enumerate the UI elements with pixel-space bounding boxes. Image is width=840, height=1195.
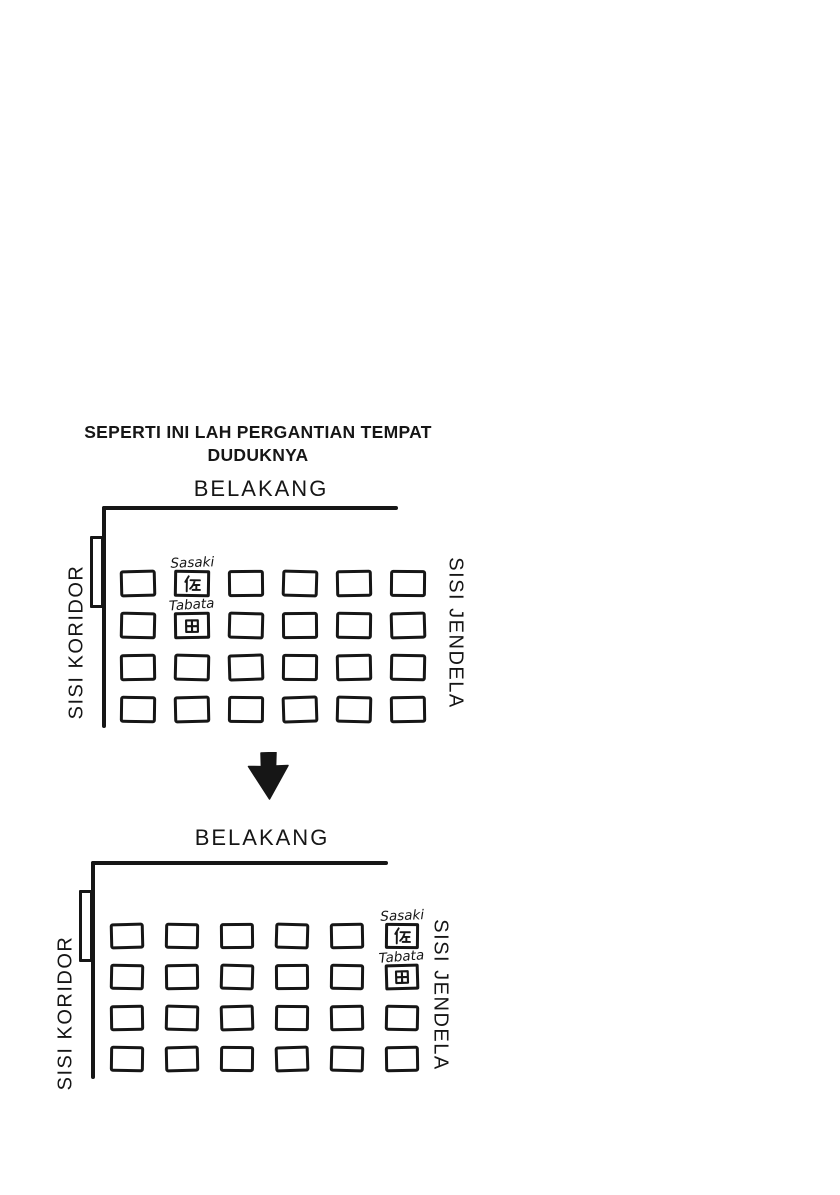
seat-r4-c6 xyxy=(389,695,427,724)
ta-kanji-icon xyxy=(183,616,201,634)
seat-r2-c1 xyxy=(119,611,157,640)
corridor-side-label: SISI KORIDOR xyxy=(65,564,88,720)
seat-r1-c4 xyxy=(281,569,319,598)
back-wall-line xyxy=(91,861,388,865)
door-icon xyxy=(90,536,104,608)
seat-r1-c5 xyxy=(335,569,373,598)
seat-r3-c3 xyxy=(227,653,265,682)
seat-r4-c1 xyxy=(109,1045,145,1073)
seat-r2-c6: Tabata xyxy=(378,947,425,991)
seat-r4-c4 xyxy=(281,695,319,724)
seat-r3-c6 xyxy=(384,1004,420,1032)
page-title: SEPERTI INI LAH PERGANTIAN TEMPAT DUDUKN… xyxy=(84,421,432,467)
seating-diagram-before: BELAKANG SISI KORIDOR SISI JENDELA Sasak… xyxy=(0,470,520,740)
corridor-wall-line xyxy=(102,506,106,728)
seat-r2-c3 xyxy=(227,611,265,640)
window-side-label: SISI JENDELA xyxy=(444,557,467,709)
back-of-class-label: BELAKANG xyxy=(193,476,329,501)
student-name-label: Tabata xyxy=(378,947,425,967)
student-name-label: Sasaki xyxy=(170,554,215,572)
seat-r2-c3 xyxy=(219,963,255,991)
seat-r1-c4 xyxy=(274,922,310,950)
seat-r4-c1 xyxy=(119,695,157,724)
seat-r2-c4 xyxy=(281,611,319,640)
corridor-side-label: SISI KORIDOR xyxy=(54,935,77,1091)
seat-r1-c2 xyxy=(164,922,200,950)
seat-r2-c4 xyxy=(274,963,310,991)
seat-r3-c5 xyxy=(329,1004,365,1032)
seat-r4-c3 xyxy=(227,695,265,724)
seat-r3-c3 xyxy=(219,1004,255,1032)
title-line-1: SEPERTI INI LAH PERGANTIAN TEMPAT xyxy=(84,422,432,442)
seat-r3-c2 xyxy=(164,1004,200,1032)
seat-r4-c6 xyxy=(384,1045,420,1073)
seating-diagram-after: BELAKANG SISI KORIDOR SISI JENDELA Sasak… xyxy=(0,818,520,1093)
back-of-class-label: BELAKANG xyxy=(194,825,330,850)
seat-r1-c2: Sasaki xyxy=(170,554,214,598)
seat-r2-c1 xyxy=(109,963,145,991)
seat-r4-c5 xyxy=(335,695,373,724)
seat-r3-c5 xyxy=(335,653,373,682)
seat-r3-c6 xyxy=(389,653,427,682)
seat-r1-c5 xyxy=(329,922,365,950)
seat-r4-c3 xyxy=(219,1045,255,1073)
seat-r3-c4 xyxy=(281,653,319,682)
seat-r1-c6 xyxy=(389,569,427,598)
seat-r1-c6: Sasaki xyxy=(380,907,424,950)
seat-r1-c3 xyxy=(219,922,255,950)
seat-r2-c5 xyxy=(329,963,365,991)
seat-r1-c1 xyxy=(119,569,157,598)
seat-r4-c2 xyxy=(173,695,211,724)
ta-kanji-icon xyxy=(393,968,411,986)
seat-r1-c1 xyxy=(109,922,145,950)
student-name-label: Tabata xyxy=(168,595,215,615)
seat-r2-c2 xyxy=(164,963,200,991)
sa-kanji-icon xyxy=(393,927,411,945)
seat-r2-c2: Tabata xyxy=(168,596,215,640)
seat-r3-c2 xyxy=(173,653,211,682)
sa-kanji-icon xyxy=(183,574,201,592)
window-side-label: SISI JENDELA xyxy=(429,919,452,1071)
seat-r3-c1 xyxy=(109,1004,145,1032)
title-line-2: DUDUKNYA xyxy=(207,445,309,465)
down-arrow-icon xyxy=(247,752,289,800)
corridor-wall-line xyxy=(91,861,95,1079)
seat-r2-c6 xyxy=(389,611,427,640)
seat-r4-c4 xyxy=(274,1045,310,1073)
door-icon xyxy=(79,890,93,962)
seat-r3-c4 xyxy=(274,1004,310,1032)
seat-r2-c5 xyxy=(335,611,373,640)
seat-r4-c5 xyxy=(329,1045,365,1073)
back-wall-line xyxy=(102,506,398,510)
seat-r4-c2 xyxy=(164,1045,200,1073)
student-name-label: Sasaki xyxy=(380,907,425,925)
seat-r1-c3 xyxy=(227,569,265,598)
seat-r3-c1 xyxy=(119,653,157,682)
